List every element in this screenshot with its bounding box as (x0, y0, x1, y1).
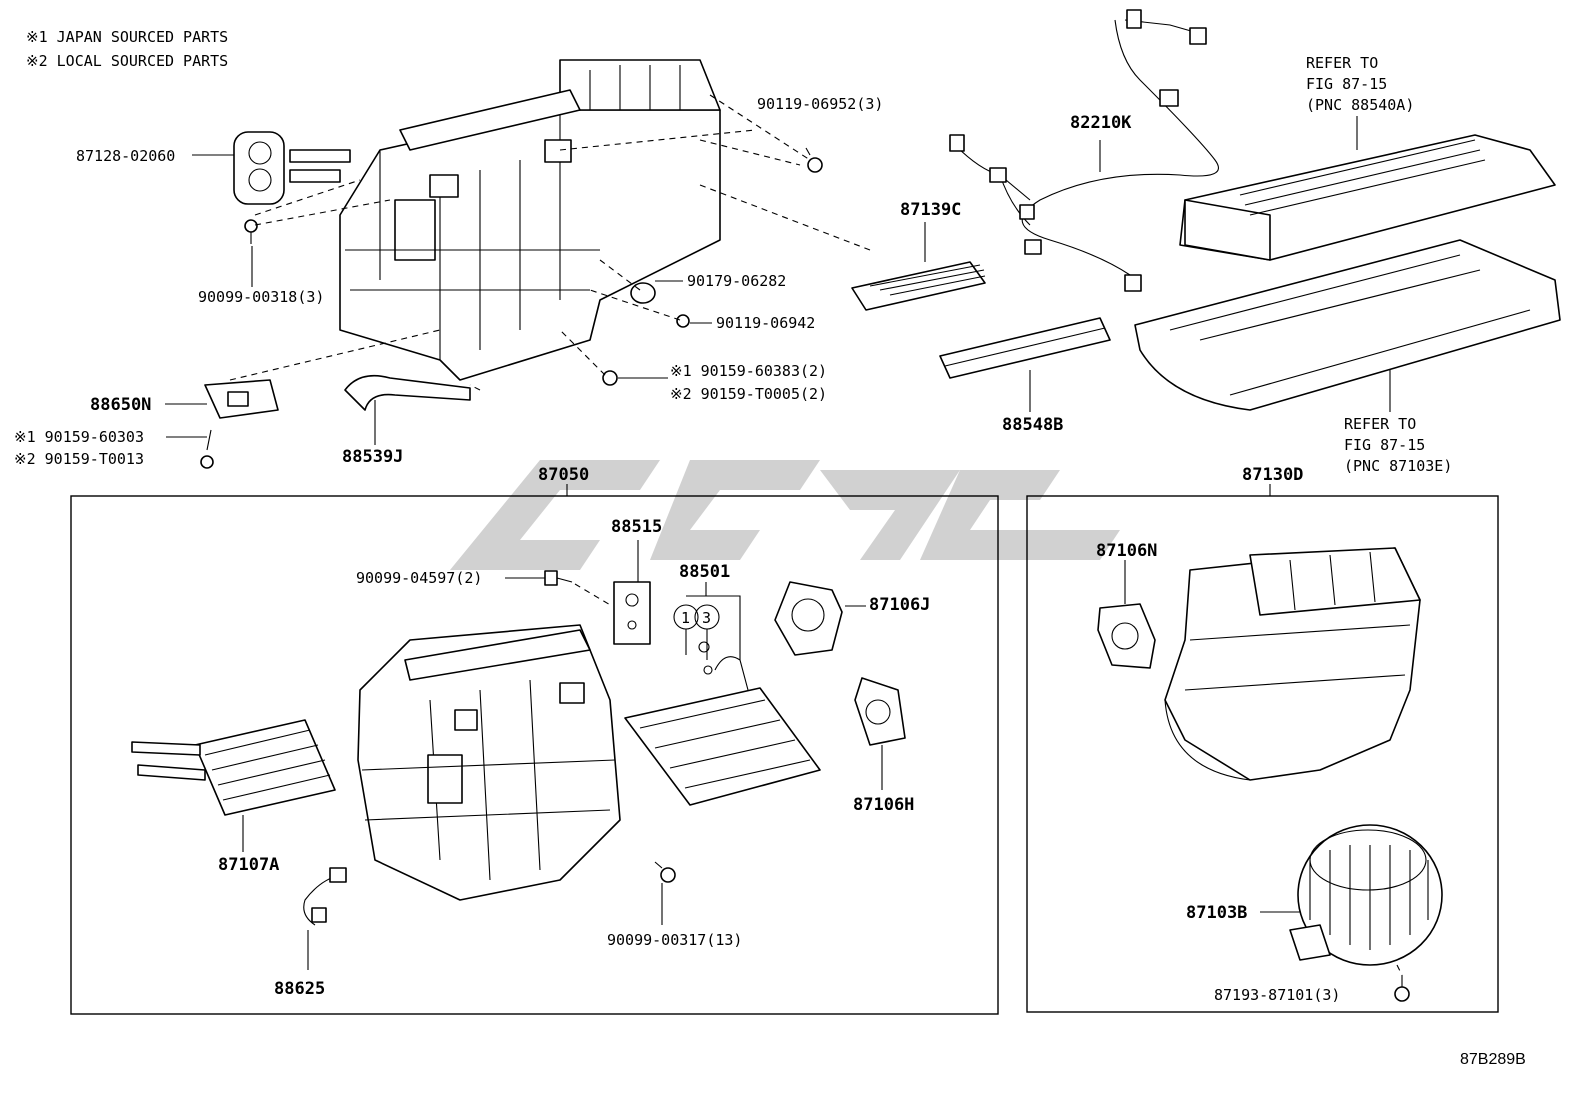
expansion-valve-88515 (613, 581, 651, 645)
blower-case (1164, 547, 1421, 781)
label-90099-00317: 90099-00317(13) (607, 931, 742, 949)
label-88548B: 88548B (1002, 415, 1063, 435)
label-90099-04597: 90099-04597(2) (356, 569, 482, 587)
label-87139C: 87139C (900, 200, 961, 220)
ref-top-line1: REFER TO (1306, 54, 1378, 72)
clip-90179-06282 (630, 282, 656, 304)
label-90159-T0013: ※2 90159-T0013 (14, 450, 144, 468)
label-87050: 87050 (538, 465, 589, 485)
label-87106J: 87106J (869, 595, 930, 615)
note-local: ※2 LOCAL SOURCED PARTS (26, 52, 228, 70)
label-88625: 88625 (274, 979, 325, 999)
circle-3: 3 (702, 609, 711, 627)
actuator-87106J (774, 581, 843, 656)
wire-harness-82210K (949, 9, 1219, 292)
guide-87193 (1396, 964, 1403, 976)
callout-circles: 1 3 (673, 604, 720, 675)
label-90159-T0005: ※2 90159-T0005(2) (670, 385, 827, 403)
label-90179-06282: 90179-06282 (687, 272, 786, 290)
frame-87050 (70, 495, 999, 1015)
pipe-stubs (289, 149, 351, 183)
label-88501: 88501 (679, 562, 730, 582)
watermark-logo (450, 460, 1120, 570)
label-87128-02060: 87128-02060 (76, 147, 175, 165)
sensor-88625 (303, 867, 347, 926)
screw-90099-00318 (244, 219, 258, 244)
screw-90099-00317 (654, 861, 676, 883)
actuator-87106H (854, 677, 906, 746)
note-japan: ※1 JAPAN SOURCED PARTS (26, 28, 228, 46)
filter-87139C (851, 261, 986, 311)
screw-90119-06952 (805, 147, 823, 173)
figure-code: 87B289B (1460, 1051, 1526, 1068)
screw-90159-60303 (200, 429, 214, 469)
ref-top-line3: (PNC 88540A) (1306, 96, 1414, 114)
actuator-87106N (1097, 603, 1156, 669)
circle-1: 1 (681, 609, 690, 627)
inlet-duct-88540A (1179, 134, 1556, 261)
screw-90119-06942 (676, 314, 690, 328)
label-87107A: 87107A (218, 855, 279, 875)
ref-bottom-line3: (PNC 87103E) (1344, 457, 1452, 475)
screw-90159-60383 (602, 370, 618, 386)
leader-lines-top (165, 116, 1391, 445)
frame-87130D (1026, 495, 1499, 1013)
label-90159-60303: ※1 90159-60303 (14, 428, 144, 446)
guide-lines-top (229, 94, 871, 391)
label-82210K: 82210K (1070, 113, 1132, 133)
label-88539J: 88539J (342, 447, 403, 467)
label-87130D: 87130D (1242, 465, 1303, 485)
filter-88548B (939, 317, 1111, 379)
hvac-case-lower (357, 624, 621, 901)
hose-88539J (344, 374, 471, 411)
screw-87193-87101 (1394, 975, 1410, 1002)
label-90119-06942: 90119-06942 (716, 314, 815, 332)
label-90099-00318: 90099-00318(3) (198, 288, 324, 306)
label-87193-87101: 87193-87101(3) (1214, 986, 1340, 1004)
bolt-90099-04597 (544, 570, 573, 586)
label-87106N: 87106N (1096, 541, 1157, 561)
label-88650N: 88650N (90, 395, 151, 415)
grommet-87128 (233, 131, 285, 205)
label-88515: 88515 (611, 517, 662, 537)
sensor-88650N (204, 379, 279, 419)
guide-04597 (574, 583, 613, 607)
blower-motor-87103B (1289, 824, 1443, 966)
label-87103B: 87103B (1186, 903, 1247, 923)
leader-88501 (686, 582, 741, 660)
ref-top-line2: FIG 87-15 (1306, 75, 1387, 93)
hvac-unit-top (339, 59, 721, 381)
label-90159-60383: ※1 90159-60383(2) (670, 362, 827, 380)
ref-bottom-line1: REFER TO (1344, 415, 1416, 433)
heater-core-87107A (131, 719, 336, 816)
label-87106H: 87106H (853, 795, 914, 815)
label-90119-06952: 90119-06952(3) (757, 95, 883, 113)
evaporator-88501 (624, 656, 821, 806)
lower-case-87103E (1134, 239, 1561, 411)
ref-bottom-line2: FIG 87-15 (1344, 436, 1425, 454)
